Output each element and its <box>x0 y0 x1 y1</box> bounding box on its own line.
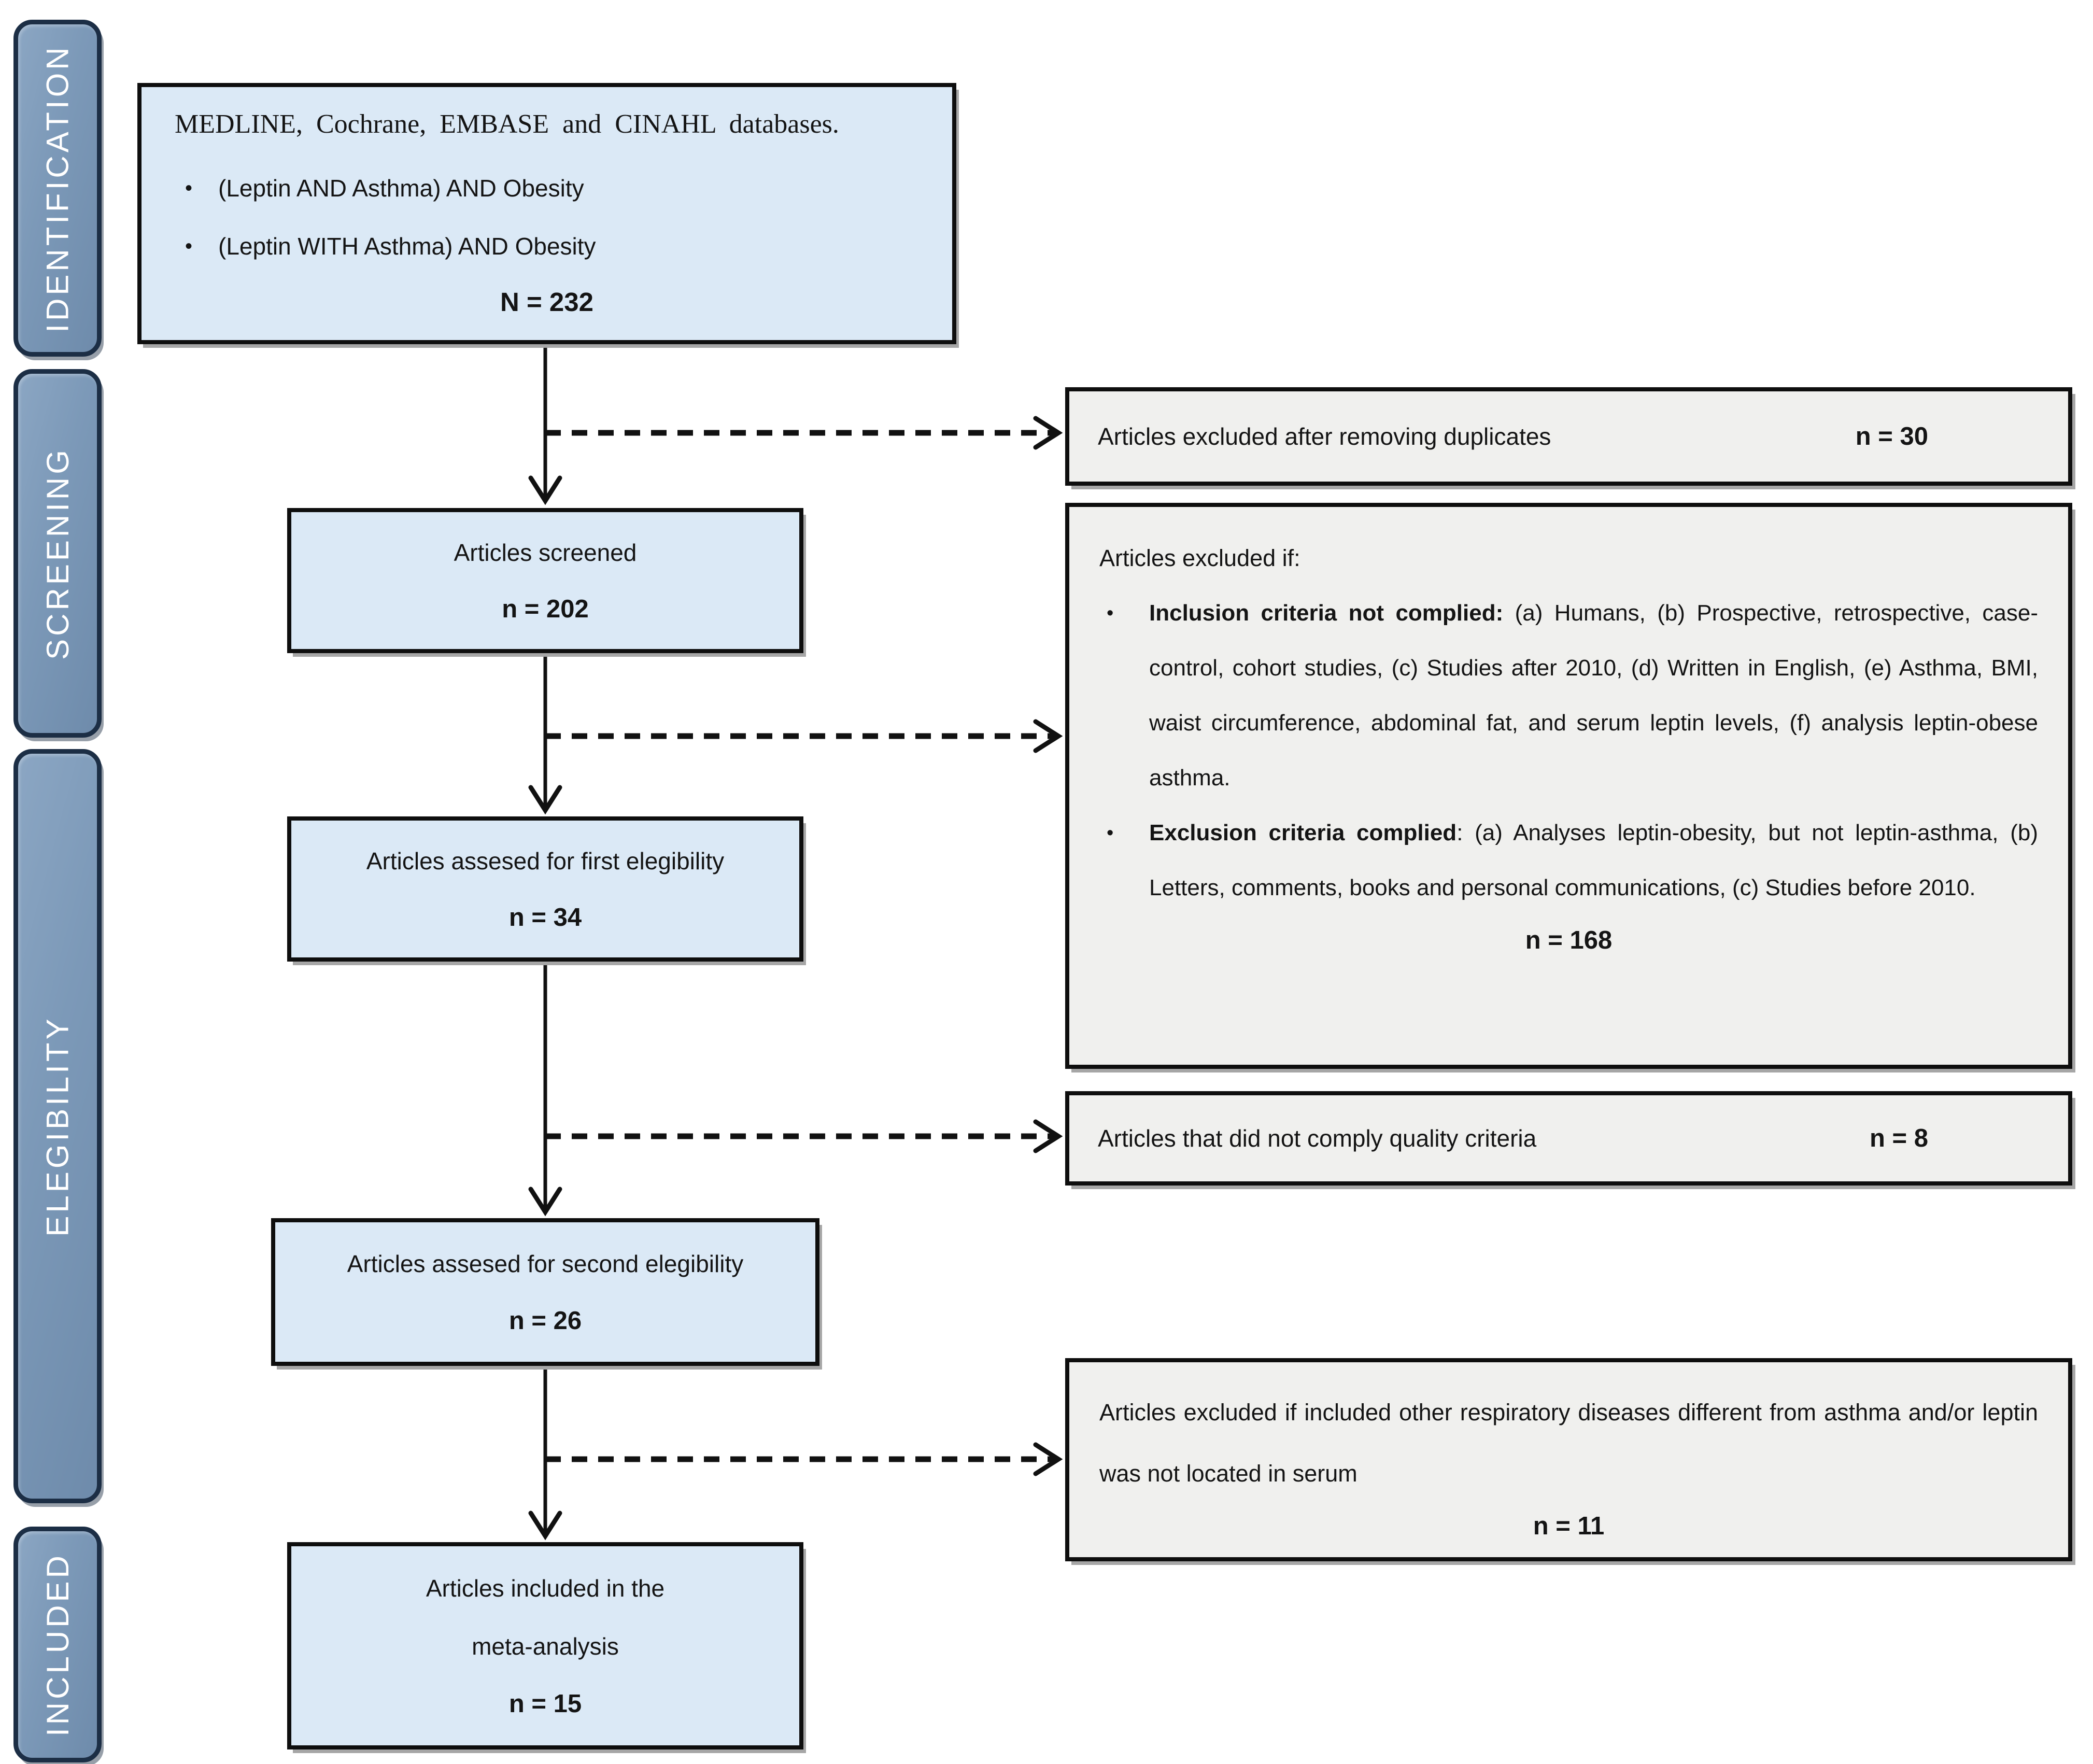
search-term-item: (Leptin AND Asthma) AND Obesity <box>175 159 919 217</box>
second-eligibility-box: Articles assesed for second elegibility … <box>271 1218 819 1366</box>
screened-count: n = 202 <box>502 595 589 623</box>
included-label-line2: meta-analysis <box>472 1632 619 1660</box>
quality-criteria-box: Articles that did not comply quality cri… <box>1065 1091 2072 1186</box>
sidebar-stage-screening: SCREENING <box>13 369 102 738</box>
first-eligibility-label: Articles assesed for first elegibility <box>366 848 725 875</box>
source-box: MEDLINE, Cochrane, EMBASE and CINAHL dat… <box>137 83 956 344</box>
stage-label-included: INCLUDED <box>40 1553 75 1737</box>
respiratory-exclusion-box: Articles excluded if included other resp… <box>1065 1358 2072 1561</box>
sidebar-stage-identification: IDENTIFICATION <box>13 20 102 357</box>
source-count: N = 232 <box>500 287 594 317</box>
exclusion-criteria-item: Exclusion criteria complied: (a) Analyse… <box>1099 806 2038 915</box>
included-box: Articles included in the meta-analysis n… <box>287 1542 803 1749</box>
quality-criteria-label: Articles that did not comply quality cri… <box>1098 1125 1537 1152</box>
quality-criteria-count: n = 8 <box>1869 1124 1928 1152</box>
exclusion-criteria-count: n = 168 <box>1525 926 1613 954</box>
excluded-duplicates-label: Articles excluded after removing duplica… <box>1098 423 1551 450</box>
stage-label-identification: IDENTIFICATION <box>40 44 75 333</box>
exclusion-criteria-intro: Articles excluded if: <box>1099 545 1300 571</box>
first-eligibility-box: Articles assesed for first elegibility n… <box>287 816 803 962</box>
stage-label-screening: SCREENING <box>40 447 75 660</box>
exclusion-criteria-item: Inclusion criteria not complied: (a) Hum… <box>1099 586 2038 806</box>
excluded-duplicates-box: Articles excluded after removing duplica… <box>1065 387 2072 486</box>
criteria-item-text: : (a) Analyses leptin-obesity, but not l… <box>1149 820 2038 900</box>
criteria-item-heading: Inclusion criteria not complied: <box>1149 600 1504 626</box>
criteria-item-text: (a) Humans, (b) Prospective, retrospecti… <box>1149 600 2038 791</box>
first-eligibility-count: n = 34 <box>508 903 582 932</box>
exclusion-criteria-box: Articles excluded if: Inclusion criteria… <box>1065 503 2072 1069</box>
exclusion-criteria-list: Inclusion criteria not complied: (a) Hum… <box>1099 586 2038 915</box>
second-eligibility-count: n = 26 <box>508 1306 582 1335</box>
excluded-duplicates-count: n = 30 <box>1855 422 1928 450</box>
second-eligibility-label: Articles assesed for second elegibility <box>347 1250 744 1278</box>
respiratory-exclusion-count: n = 11 <box>1533 1512 1605 1540</box>
stage-label-eligibility: ELEGIBILITY <box>40 1015 75 1237</box>
screened-box: Articles screened n = 202 <box>287 508 803 653</box>
screened-label: Articles screened <box>454 539 637 567</box>
included-label-line1: Articles included in the <box>426 1575 665 1602</box>
criteria-item-heading: Exclusion criteria complied <box>1149 820 1457 845</box>
search-terms-list: (Leptin AND Asthma) AND Obesity (Leptin … <box>175 159 919 275</box>
sidebar-stage-eligibility: ELEGIBILITY <box>13 749 102 1503</box>
sidebar-stage-included: INCLUDED <box>13 1527 102 1762</box>
included-count: n = 15 <box>508 1689 582 1718</box>
databases-title: MEDLINE, Cochrane, EMBASE and CINAHL dat… <box>175 109 839 139</box>
search-term-item: (Leptin WITH Asthma) AND Obesity <box>175 217 919 275</box>
respiratory-exclusion-label: Articles excluded if included other resp… <box>1099 1399 2038 1487</box>
